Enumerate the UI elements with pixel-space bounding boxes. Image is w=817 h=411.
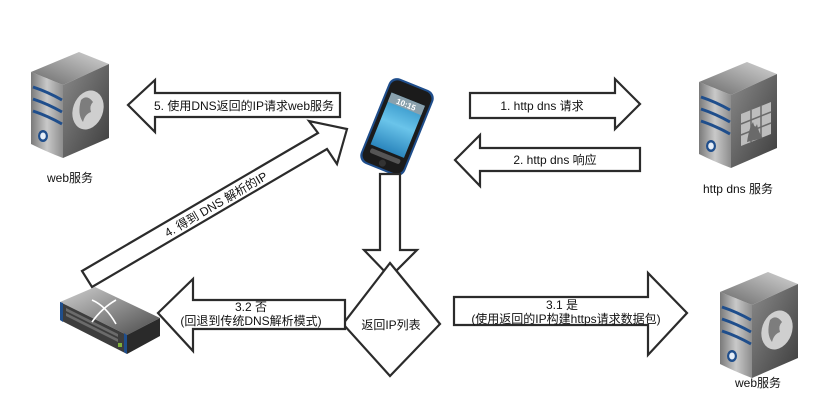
arrow-step3 bbox=[361, 172, 420, 279]
web-server-left-label: web服务 bbox=[46, 170, 93, 185]
step3-2-label-line2: (回退到传统DNS解析模式) bbox=[180, 313, 321, 328]
step1-label: 1. http dns 请求 bbox=[500, 99, 583, 113]
step3-2-label-line1: 3.2 否 bbox=[235, 300, 267, 314]
step2-label: 2. http dns 响应 bbox=[513, 152, 596, 167]
http-dns-server-label: http dns 服务 bbox=[703, 181, 773, 196]
smartphone-icon: 10:15 bbox=[360, 78, 434, 176]
web-server-right: web服务 bbox=[718, 270, 800, 390]
dns-server-icon bbox=[697, 60, 779, 170]
arrow-step3-2: 3.2 否 (回退到传统DNS解析模式) bbox=[156, 276, 347, 354]
decision-diamond: 返回IP列表 bbox=[341, 261, 442, 378]
arrow-step5: 5. 使用DNS返回的IP请求web服务 bbox=[126, 77, 342, 135]
arrow-step4: 4. 得到 DNS 解析的IP bbox=[80, 119, 349, 289]
step5-label: 5. 使用DNS返回的IP请求web服务 bbox=[154, 98, 334, 113]
web-server-icon bbox=[718, 270, 800, 380]
step4-label: 4. 得到 DNS 解析的IP bbox=[162, 168, 270, 240]
network-switch-icon bbox=[60, 287, 160, 354]
arrow-step3-1: 3.1 是 (使用返回的IP构建https请求数据包) bbox=[452, 270, 689, 358]
decision-label: 返回IP列表 bbox=[361, 318, 420, 332]
step3-1-label-line2: (使用返回的IP构建https请求数据包) bbox=[471, 311, 660, 326]
step3-1-label-line1: 3.1 是 bbox=[546, 298, 578, 312]
web-server-right-label: web服务 bbox=[734, 375, 781, 390]
arrow-step2: 2. http dns 响应 bbox=[453, 132, 642, 189]
http-dns-server: http dns 服务 bbox=[697, 60, 779, 196]
web-server-icon bbox=[29, 50, 111, 160]
arrow-step1: 1. http dns 请求 bbox=[468, 76, 642, 132]
web-server-left: web服务 bbox=[29, 50, 111, 185]
